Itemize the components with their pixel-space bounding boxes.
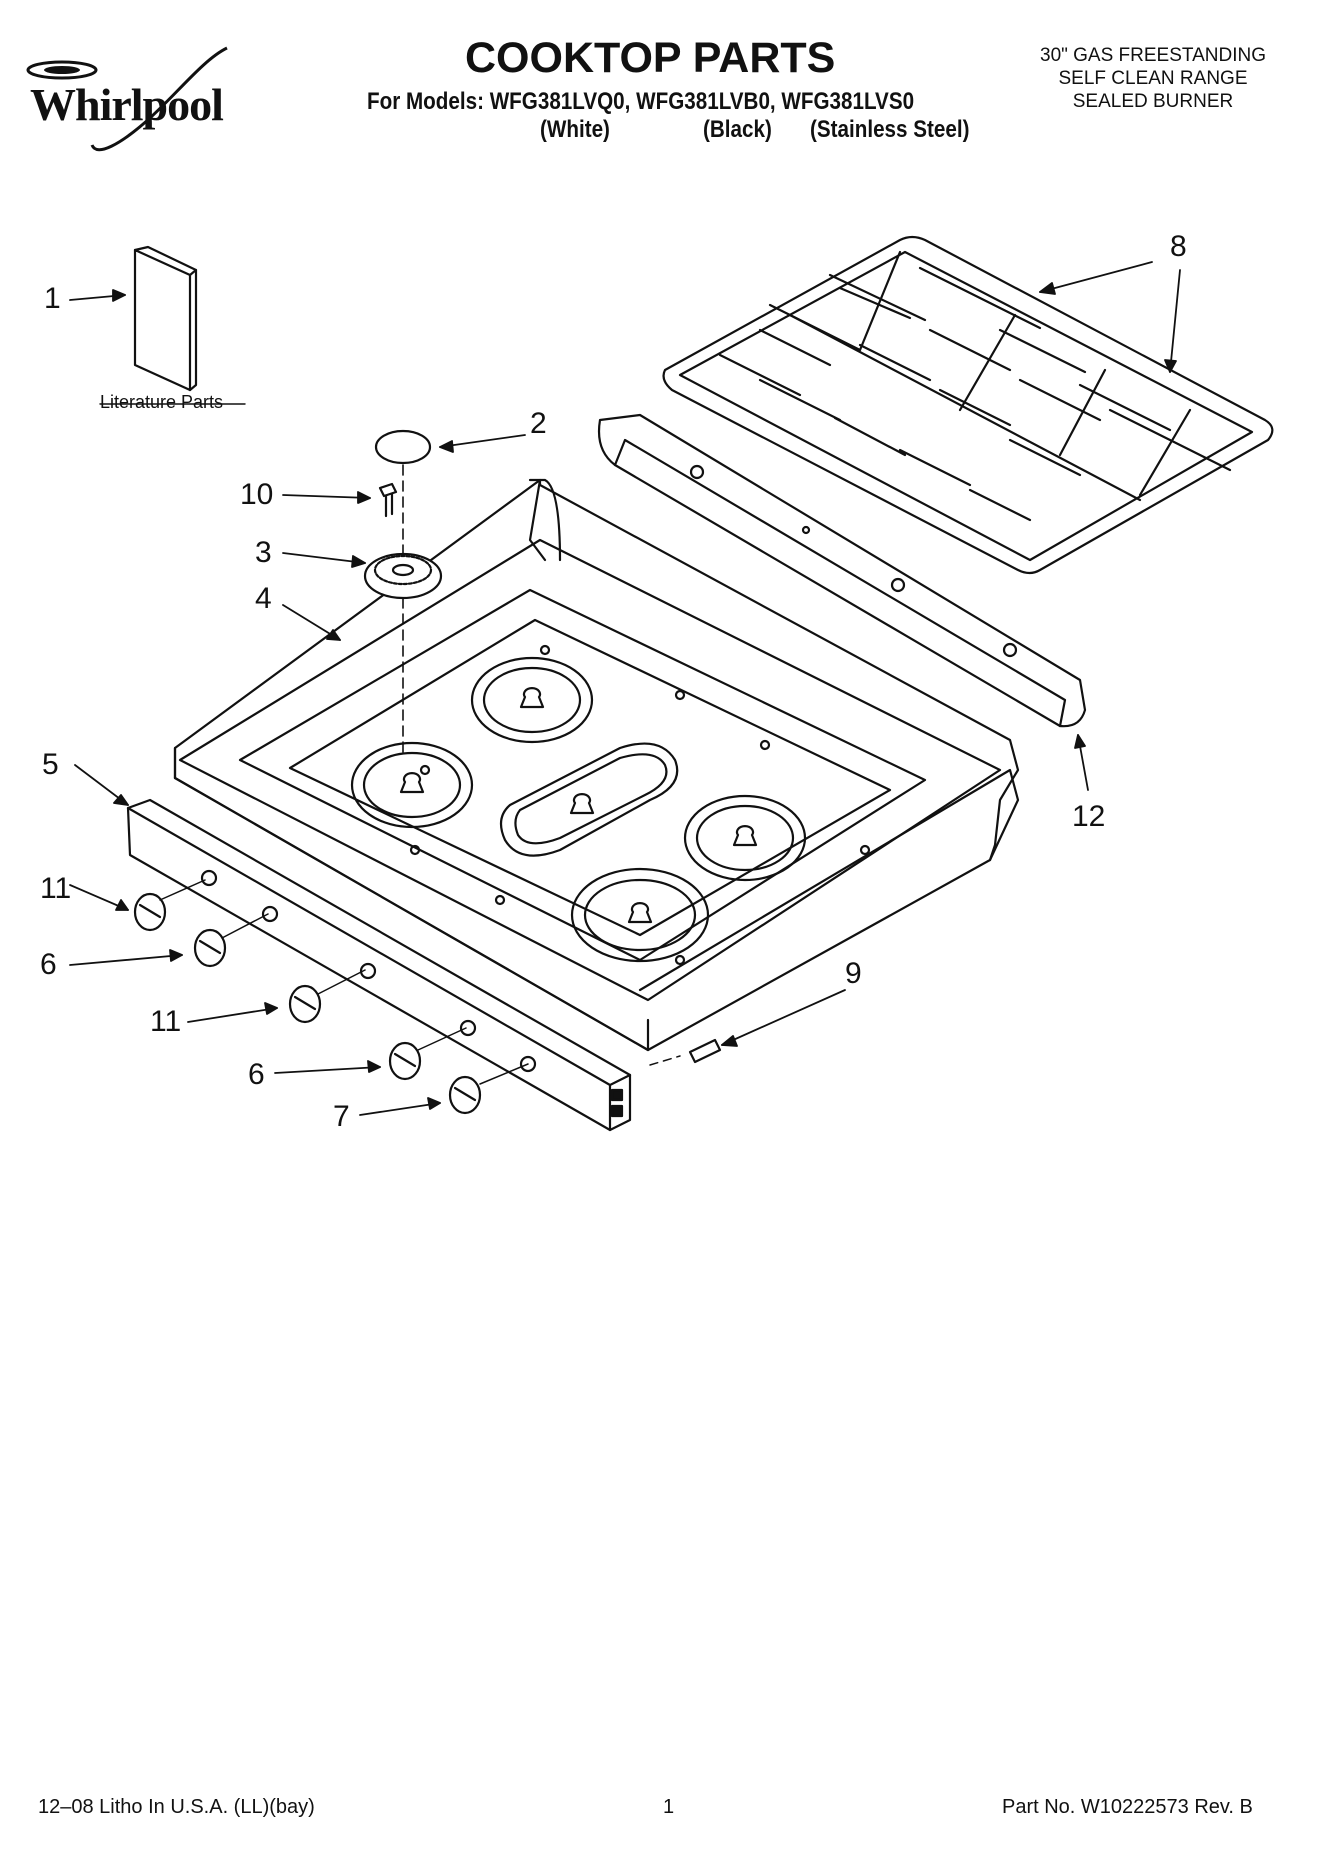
control-panel-part: [126, 798, 632, 1132]
callout-9: 9: [845, 957, 862, 990]
panel-screw-part: [688, 1038, 722, 1064]
description-line-3: SEALED BURNER: [1072, 91, 1234, 112]
callout-12: 12: [1072, 800, 1106, 833]
callout-8: 8: [1170, 230, 1187, 263]
leader-arrows: [69, 261, 1181, 1116]
literature-parts-label: Literature Parts: [100, 392, 224, 412]
callout-1: 1: [44, 282, 61, 315]
product-description: 30" GAS FREESTANDING SELF CLEAN RANGE SE…: [1003, 44, 1303, 113]
finish-stainless: (Stainless Steel): [810, 116, 970, 143]
description-line-2: SELF CLEAN RANGE: [1058, 68, 1248, 89]
logo-swoosh-icon: [26, 46, 228, 152]
logo-wordmark: Whirlpool: [30, 79, 224, 130]
rear-trim-part: [597, 413, 1087, 728]
literature-book-part: [133, 245, 198, 392]
models-line: For Models: WFG381LVQ0, WFG381LVB0, WFG3…: [367, 88, 915, 115]
callout-11a: 11: [40, 872, 72, 905]
page-title: COOKTOP PARTS: [465, 34, 836, 82]
finish-black: (Black): [703, 116, 772, 143]
screw-part: [378, 482, 398, 518]
description-line-1: 30" GAS FREESTANDING: [1040, 45, 1266, 66]
footer-part-number: Part No. W10222573 Rev. B: [1002, 1796, 1253, 1818]
burner-cap-part: [374, 429, 432, 465]
callout-3: 3: [255, 536, 272, 569]
grate-part: [662, 235, 1274, 575]
callout-10: 10: [240, 478, 274, 511]
finish-white: (White): [540, 116, 610, 143]
footer-page-number: 1: [663, 1796, 675, 1818]
knobs-part: [133, 892, 482, 1115]
callout-6b: 6: [248, 1058, 265, 1091]
callout-7: 7: [333, 1100, 350, 1133]
callout-11b: 11: [150, 1005, 182, 1038]
whirlpool-logo: Whirlpool: [22, 40, 262, 160]
footer-litho: 12–08 Litho In U.S.A. (LL)(bay): [38, 1796, 315, 1818]
callout-5: 5: [42, 748, 59, 781]
callout-6a: 6: [40, 948, 57, 981]
callout-4: 4: [255, 582, 272, 615]
cooktop-main-part: [173, 478, 1020, 1052]
burner-head-part: [363, 552, 443, 600]
callout-2: 2: [530, 407, 547, 440]
